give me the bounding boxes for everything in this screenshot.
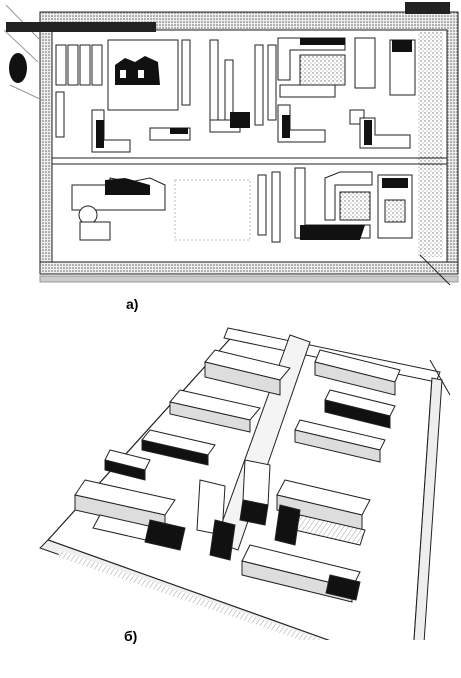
sports-ground — [174, 179, 251, 241]
row-houses-left — [55, 44, 103, 138]
main-road — [214, 334, 311, 551]
block-sw — [74, 449, 186, 551]
tree-row-east — [418, 32, 443, 257]
slab-buildings-south — [257, 171, 281, 243]
axonometric-drawing — [39, 327, 451, 640]
tree-cluster — [9, 53, 27, 83]
figure-caption-b: б) — [124, 628, 138, 644]
block-ne — [294, 349, 401, 463]
school-building — [107, 39, 179, 111]
block-nw — [141, 349, 291, 466]
central-buildings — [196, 459, 271, 561]
street-label-east — [405, 2, 450, 14]
site-plan-drawing — [3, 2, 459, 286]
residential-block-ne — [277, 37, 416, 98]
center-buildings — [209, 104, 411, 149]
residential-block-se — [294, 167, 413, 240]
block-se — [241, 479, 371, 603]
south-street — [39, 539, 330, 640]
figure-caption-a: а) — [126, 296, 139, 312]
community-center — [71, 177, 166, 241]
residential-block-w — [91, 109, 191, 153]
street-label-strip — [6, 22, 156, 32]
axonometric-figure — [0, 320, 461, 640]
site-plan-figure — [0, 0, 461, 290]
